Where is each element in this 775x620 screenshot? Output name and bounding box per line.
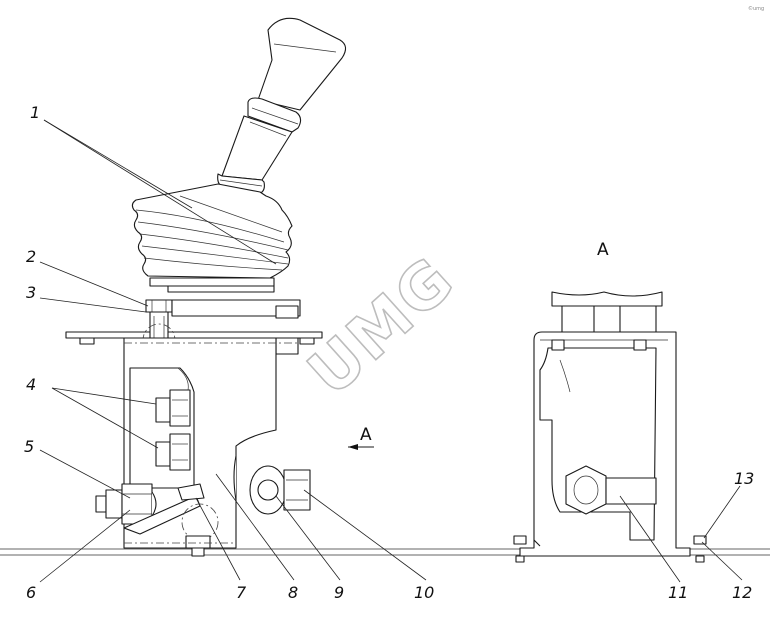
callout-3: 3 [26,283,36,302]
corner-mark: ©umg [748,5,764,12]
view-a-nut [565,465,657,515]
boot-base-ring [149,277,275,287]
callout-9: 9 [334,583,344,602]
section-marker: A [348,425,374,450]
section-marker-label: A [360,425,372,445]
callout-4: 4 [26,375,36,394]
handle-collar [247,97,302,133]
microswitch-lower [155,433,191,471]
callout-1: 1 [30,103,40,122]
view-a-title: A [597,240,609,260]
callout-5: 5 [24,437,34,456]
rubber-boot [131,183,293,279]
joystick-assembly-main-view [65,17,347,557]
view-a: A [513,240,707,563]
top-bolt-head [145,299,173,313]
callout-10: 10 [414,583,434,602]
adjusting-screw [177,483,205,501]
callout-numbers: 1 2 3 4 5 6 7 8 9 10 11 12 13 [24,103,754,602]
handle-grip [257,17,347,111]
callout-2: 2 [26,247,36,266]
mounting-flange [65,331,323,339]
callout-6: 6 [26,583,36,602]
callout-12: 12 [732,583,752,602]
callout-8: 8 [288,583,298,602]
callout-7: 7 [236,583,247,602]
callout-13: 13 [734,469,754,488]
microswitch-upper [155,389,191,427]
left-connector [95,483,157,525]
watermark: UMG [294,242,468,409]
side-nut [233,455,311,515]
callout-11: 11 [668,583,688,602]
leader-lines [39,119,743,583]
